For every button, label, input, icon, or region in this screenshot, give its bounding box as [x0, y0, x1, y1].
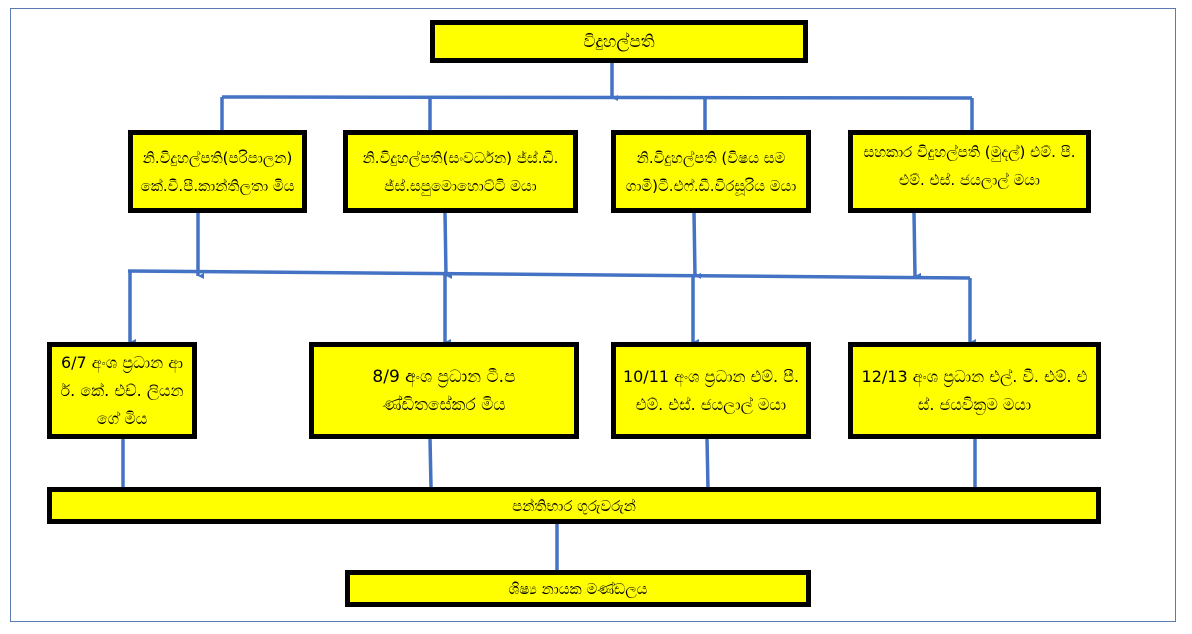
prefects-label: ශිෂ්‍ය නායක මණ්ඩලය	[508, 579, 648, 598]
connector	[428, 437, 433, 488]
deputy-label: නි.විදුහල්පති(පරිපාලන)කේ.වී.පී.කාන්තිලතා…	[140, 148, 295, 195]
deputy-box-admin: නි.විදුහල්පති(පරිපාලන)කේ.වී.පී.කාන්තිලතා…	[128, 130, 307, 213]
section-head-6-7: 6/7 අංශ ප්‍රධාන ආර්. කේ. එච්. ලියනගේ මිය	[47, 342, 197, 439]
connector	[705, 437, 710, 491]
deputy-label: නි.විදුහල්පති (විෂය සමගාමී)ටී.එෆ්.ඩී.විර…	[625, 148, 797, 195]
deputy-box-cocurricular: නි.විදුහල්පති (විෂය සමගාමී)ටී.එෆ්.ඩී.විර…	[611, 130, 811, 213]
class-teachers-box: පන්තිභාර ගුරුවරුන්	[47, 487, 1101, 524]
section-head-label: 6/7 අංශ ප්‍රධාන ආර්. කේ. එච්. ලියනගේ මිය	[60, 352, 184, 428]
connector	[912, 211, 915, 276]
section-head-label: 12/13 අංශ ප්‍රධාන එල්. වී. එම්. එස්. ජයව…	[861, 366, 1088, 414]
section-head-10-11: 10/11 අංශ ප්‍රධාන එම්. පී. එම්. එස්. ජයල…	[611, 342, 811, 439]
connector	[443, 211, 446, 276]
principal-box: විදුහල්පති	[430, 20, 808, 63]
principal-label: විදුහල්පති	[583, 31, 655, 52]
deputy-label: සහකාර විදුහල්පති (මුදල්) එම්. පී. එම්. එ…	[863, 143, 1076, 189]
connector	[692, 211, 695, 276]
diagram-frame	[10, 8, 1176, 622]
deputy-box-development: නි.විදුහල්පති(සංවර්ධන) ජ්ස්.ඩී.ජ්ස්.සපුම…	[343, 130, 578, 213]
connector-bus-1	[221, 95, 973, 100]
connector-bus-2	[127, 269, 971, 280]
section-head-12-13: 12/13 අංශ ප්‍රධාන එල්. වී. එම්. එස්. ජයව…	[848, 342, 1101, 439]
section-head-label: 10/11 අංශ ප්‍රධාන එම්. පී. එම්. එස්. ජයල…	[622, 366, 800, 414]
section-head-label: 8/9 අංශ ප්‍රධාන ටී.පණ්ඩිතසේකර මිය	[372, 366, 516, 415]
class-teachers-label: පන්තිභාර ගුරුවරුන්	[512, 496, 636, 515]
prefects-box: ශිෂ්‍ය නායක මණ්ඩලය	[345, 570, 811, 607]
assistant-principal-box: සහකාර විදුහල්පති (මුදල්) එම්. පී. එම්. එ…	[848, 130, 1091, 213]
section-head-8-9: 8/9 අංශ ප්‍රධාන ටී.පණ්ඩිතසේකර මිය	[309, 342, 579, 439]
deputy-label: නි.විදුහල්පති(සංවර්ධන) ජ්ස්.ඩී.ජ්ස්.සපුම…	[362, 148, 559, 195]
